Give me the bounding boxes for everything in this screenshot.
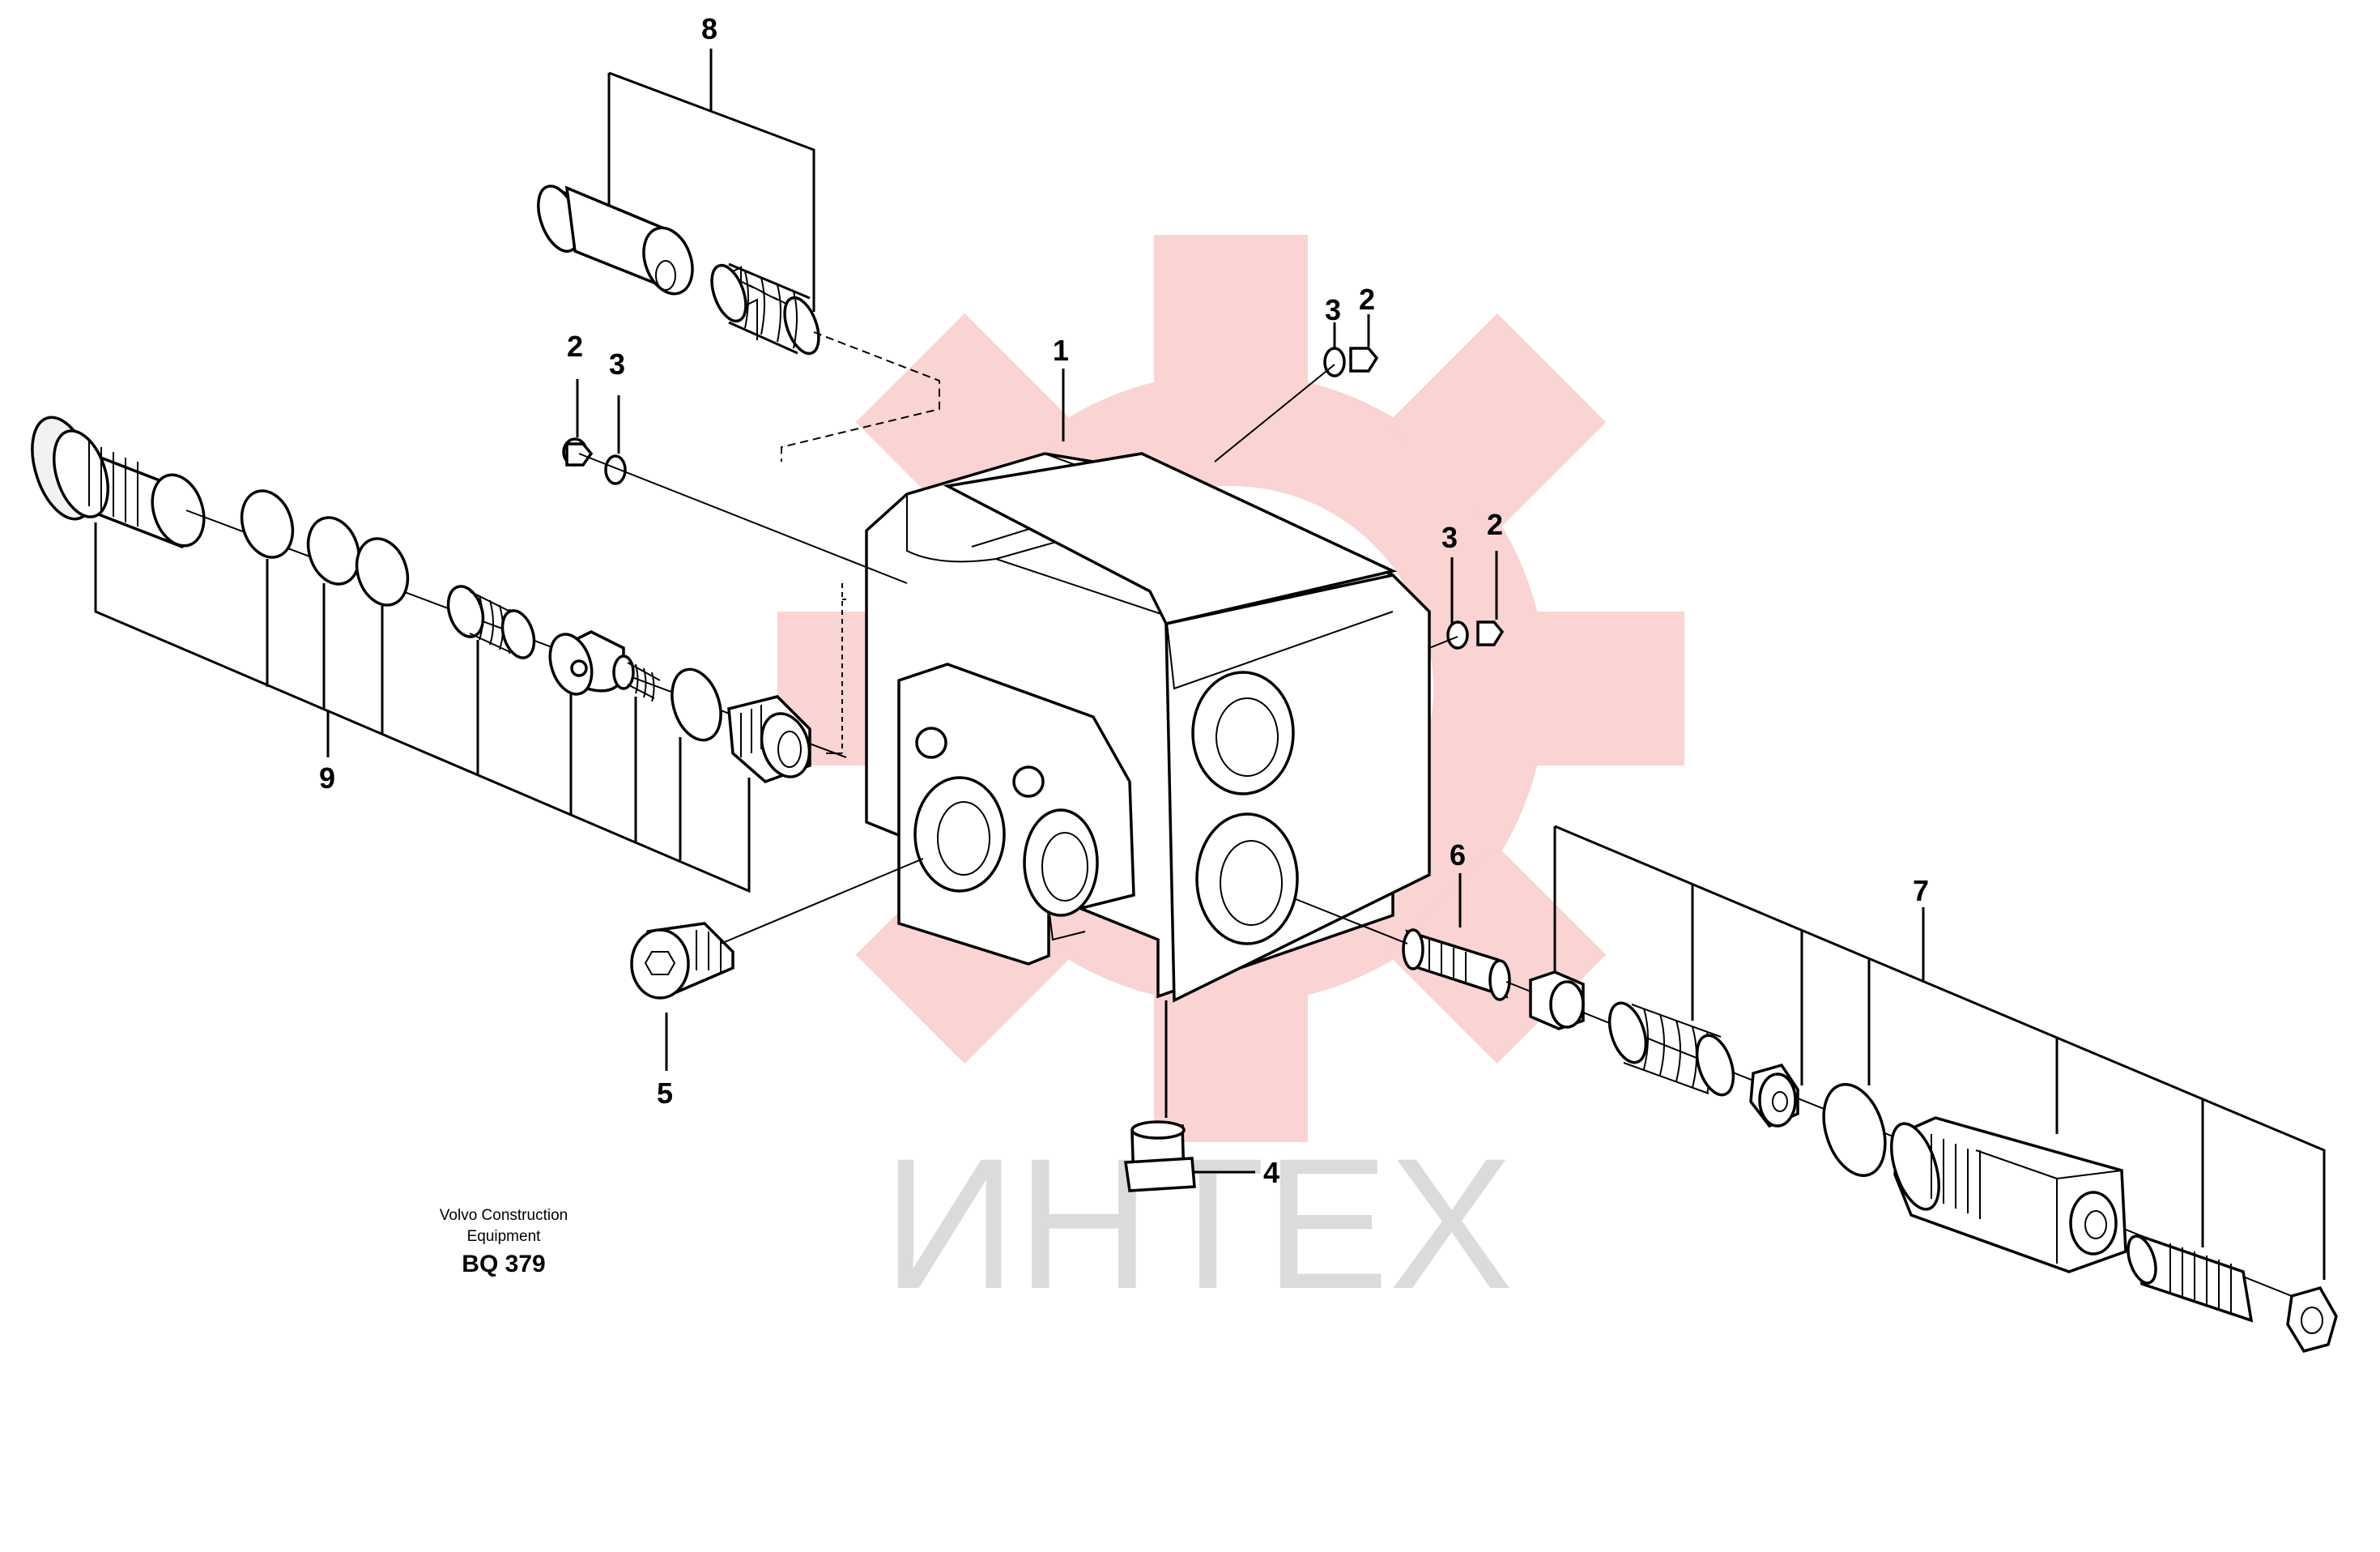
part-8-group bbox=[537, 49, 940, 462]
callout-3-right: 3 bbox=[1441, 521, 1458, 554]
part-4-plug bbox=[1123, 1120, 1255, 1192]
caption-code: BQ 379 bbox=[462, 1251, 545, 1277]
callout-8: 8 bbox=[701, 12, 717, 45]
callout-2-top-right: 2 bbox=[1359, 283, 1375, 316]
callout-2-right: 2 bbox=[1487, 508, 1503, 541]
part-5-plug bbox=[630, 858, 924, 1071]
callout-3-top-right: 3 bbox=[1325, 293, 1341, 326]
part-7-group bbox=[1505, 825, 2338, 1354]
spring-8 bbox=[710, 262, 820, 356]
callout-5: 5 bbox=[657, 1077, 673, 1110]
caption-line-1: Volvo Construction bbox=[440, 1207, 568, 1224]
part-6-pin bbox=[1295, 873, 1511, 1001]
callout-4: 4 bbox=[1263, 1156, 1279, 1189]
callout-6: 6 bbox=[1450, 838, 1466, 872]
callout-3-left: 3 bbox=[609, 347, 625, 381]
callout-9: 9 bbox=[319, 761, 335, 795]
part-9-group bbox=[31, 416, 847, 893]
parts-2-3-right bbox=[1428, 551, 1505, 650]
callout-1: 1 bbox=[1053, 334, 1069, 367]
parts-2-3-top-right bbox=[1214, 314, 1379, 463]
caption-line-2: Equipment bbox=[467, 1228, 542, 1245]
callout-7: 7 bbox=[1913, 874, 1929, 907]
main-housing bbox=[826, 369, 1431, 1118]
watermark-text: ИНТЕХ bbox=[883, 1119, 1514, 1328]
callout-2-left: 2 bbox=[567, 330, 583, 363]
parts-2-3-left bbox=[562, 379, 908, 584]
